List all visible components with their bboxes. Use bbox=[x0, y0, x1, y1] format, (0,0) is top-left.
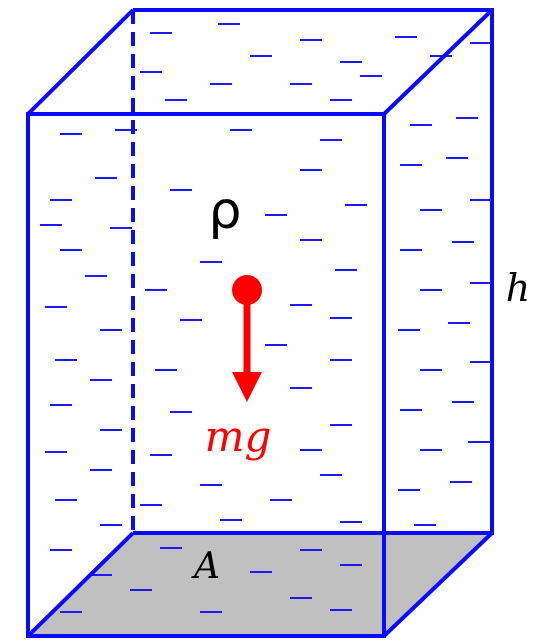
top-right-depth-edge bbox=[382, 8, 494, 116]
bottom-left-depth-edge bbox=[26, 531, 135, 638]
back-edges bbox=[133, 8, 494, 535]
force-arrow-head bbox=[232, 372, 262, 402]
bottom-right-depth-edge bbox=[382, 531, 494, 638]
weight-force bbox=[232, 275, 262, 402]
area-label: A bbox=[191, 546, 220, 587]
height-label: h bbox=[506, 266, 530, 310]
density-label: ρ bbox=[208, 181, 241, 241]
base-area-shading bbox=[28, 533, 492, 636]
top-left-depth-edge bbox=[26, 8, 135, 116]
liquid-dashes bbox=[40, 23, 492, 613]
front-face bbox=[26, 112, 386, 638]
weight-label: mg bbox=[205, 412, 272, 461]
center-of-mass-dot bbox=[232, 275, 262, 305]
box-edges bbox=[26, 8, 494, 638]
